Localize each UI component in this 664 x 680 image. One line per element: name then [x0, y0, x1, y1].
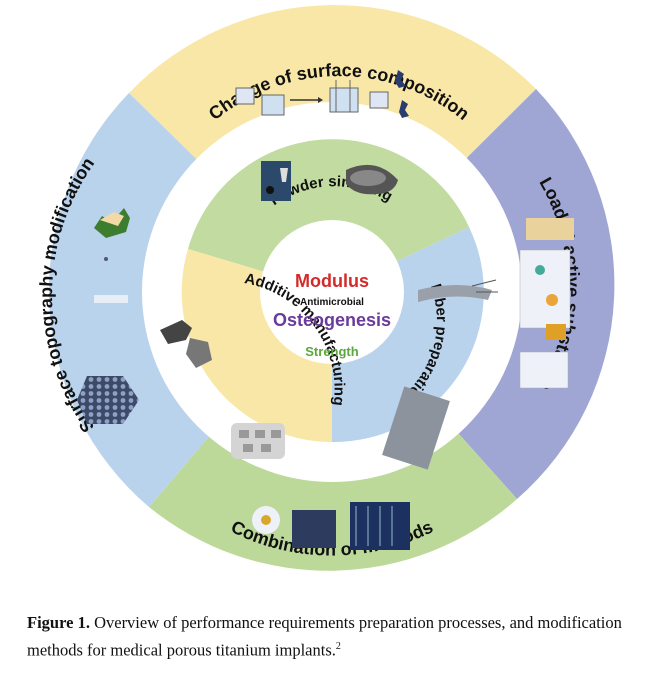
surface-topography-images [77, 208, 139, 424]
inner-sector-top [188, 139, 469, 292]
center-modulus: Modulus [295, 271, 369, 291]
center-circle [260, 220, 404, 364]
caption-label: Figure 1. [27, 613, 90, 632]
additive-manufacturing-images [160, 320, 285, 459]
center-osteogenesis: Osteogenesis [273, 310, 391, 330]
surface-composition-schematic [235, 70, 409, 118]
circular-diagram: Change of surface composition Loaded act… [36, 5, 615, 571]
powder-sintering-images [261, 161, 398, 201]
center-antimicrobial: Antimicrobial [300, 297, 364, 308]
caption-reference: 2 [335, 641, 341, 652]
fiber-preparation-images [382, 279, 498, 470]
center-strength: Strength [305, 344, 359, 359]
active-substance-images [519, 218, 574, 389]
figure-caption: Figure 1. Overview of performance requir… [27, 611, 647, 663]
caption-text: Overview of performance requirements pre… [27, 613, 622, 660]
combination-methods-images [252, 502, 410, 550]
